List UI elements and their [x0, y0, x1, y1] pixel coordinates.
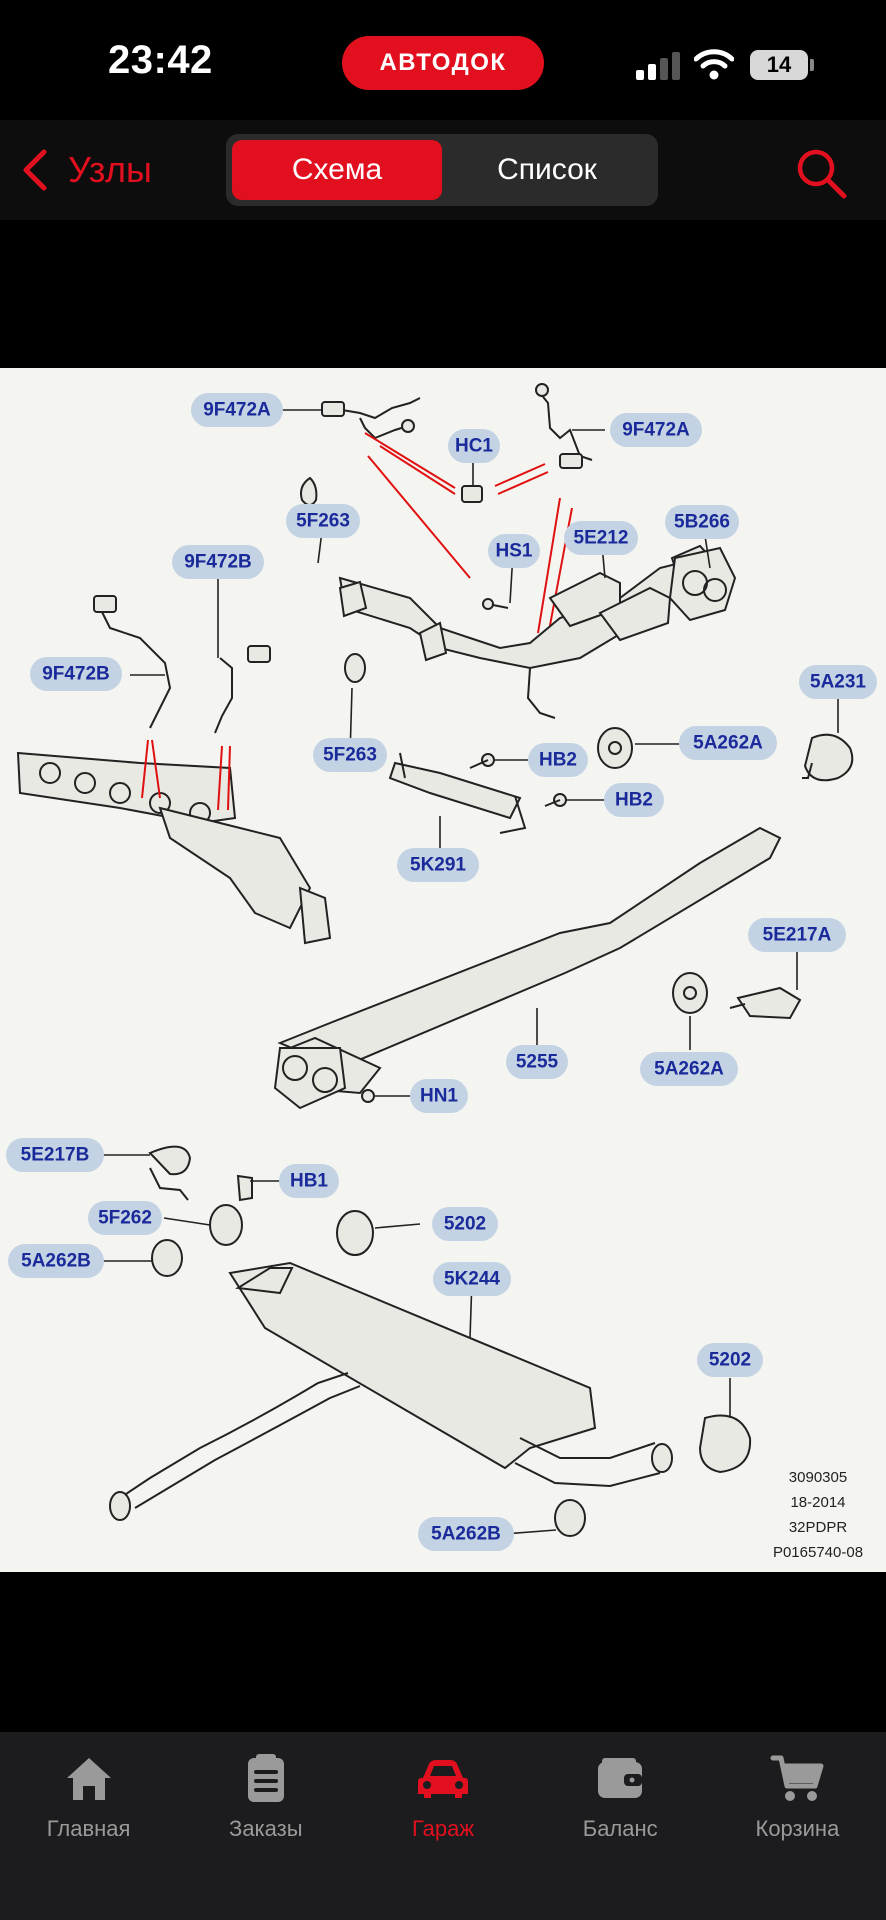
bottom-tab-bar: Главная Заказы Гараж Баланс	[0, 1732, 886, 1920]
callout-label[interactable]: 5F262	[88, 1201, 162, 1235]
svg-text:HB1: HB1	[290, 1171, 328, 1192]
callout-label[interactable]: 5A262B	[8, 1244, 104, 1278]
tab-orders-label: Заказы	[229, 1816, 303, 1841]
callout-label[interactable]: 5A231	[799, 665, 877, 699]
svg-text:3090305: 3090305	[789, 1469, 847, 1486]
svg-text:5255: 5255	[516, 1052, 559, 1073]
callout-label[interactable]: HS1	[488, 534, 540, 568]
svg-text:5A262B: 5A262B	[21, 1251, 91, 1272]
chevron-left-icon	[23, 149, 47, 191]
cart-icon	[770, 1755, 824, 1801]
top-black-band	[0, 220, 886, 368]
brand-logo: АВТОДОК	[342, 36, 544, 90]
tab-garage-label: Гараж	[411, 1816, 475, 1841]
tab-home-label: Главная	[46, 1816, 131, 1841]
svg-text:5F263: 5F263	[323, 745, 377, 766]
callout-label[interactable]: 5202	[432, 1207, 498, 1241]
svg-text:HB2: HB2	[615, 790, 653, 811]
back-label: Узлы	[68, 149, 152, 190]
svg-text:9F472A: 9F472A	[203, 400, 271, 421]
svg-text:5B266: 5B266	[674, 512, 730, 533]
tab-cart-label: Корзина	[755, 1816, 840, 1841]
orders-icon	[247, 1754, 284, 1802]
callout-label[interactable]: 5K291	[397, 848, 479, 882]
svg-text:5A262A: 5A262A	[693, 733, 763, 754]
svg-text:9F472B: 9F472B	[184, 552, 252, 573]
callout-label[interactable]: 9F472A	[610, 413, 702, 447]
svg-text:5K244: 5K244	[444, 1269, 500, 1290]
callout-label[interactable]: 9F472B	[172, 545, 264, 579]
callout-label[interactable]: HN1	[410, 1079, 468, 1113]
battery-tip	[810, 59, 814, 71]
view-segmented-control: Схема Список	[226, 134, 658, 206]
svg-text:5E217B: 5E217B	[21, 1145, 90, 1166]
tab-scheme[interactable]: Схема	[232, 140, 442, 200]
tab-balance-label: Баланс	[582, 1816, 658, 1841]
svg-text:5E217A: 5E217A	[763, 925, 832, 946]
callout-label[interactable]: 5A262A	[679, 726, 777, 760]
diagram-canvas: 9F472A 9F472A HC1 5F263 HS1 5E212 5B266 …	[6, 383, 877, 1561]
diagram-reference-code: 3090305 18-2014 32PDPR P0165740-08	[773, 1469, 863, 1561]
bottom-black-band	[0, 1572, 886, 1732]
svg-text:5A231: 5A231	[810, 672, 866, 693]
callout-label[interactable]: 5B266	[665, 505, 739, 539]
callout-labels: 9F472A 9F472A HC1 5F263 HS1 5E212 5B266 …	[6, 393, 877, 1551]
callout-label[interactable]: HB1	[279, 1164, 339, 1198]
svg-text:5A262A: 5A262A	[654, 1059, 724, 1080]
svg-text:P0165740-08: P0165740-08	[773, 1544, 863, 1561]
svg-text:5K291: 5K291	[410, 855, 466, 876]
svg-text:32PDPR: 32PDPR	[789, 1519, 848, 1536]
top-nav-bar: Узлы Схема Список	[0, 120, 886, 220]
tab-home[interactable]: Главная	[0, 1732, 177, 1920]
car-icon	[418, 1760, 468, 1798]
svg-text:5202: 5202	[444, 1214, 486, 1235]
svg-text:5202: 5202	[709, 1350, 751, 1371]
wifi-icon	[694, 49, 734, 80]
callout-label[interactable]: 5E212	[564, 521, 638, 555]
svg-text:HN1: HN1	[420, 1086, 458, 1107]
callout-label[interactable]: 5F263	[313, 738, 387, 772]
tab-cart[interactable]: Корзина	[709, 1732, 886, 1920]
callout-label[interactable]: 5E217B	[6, 1138, 104, 1172]
exhaust-system-diagram[interactable]: 9F472A 9F472A HC1 5F263 HS1 5E212 5B266 …	[0, 368, 886, 1572]
callout-label[interactable]: 5A262B	[418, 1517, 514, 1551]
callout-label[interactable]: 5K244	[433, 1262, 511, 1296]
tab-orders[interactable]: Заказы	[177, 1732, 354, 1920]
home-icon	[66, 1758, 111, 1800]
status-bar: 23:42 АВТОДОК 14	[0, 0, 886, 120]
callout-label[interactable]: HB2	[528, 743, 588, 777]
svg-text:9F472A: 9F472A	[622, 420, 690, 441]
svg-text:HB2: HB2	[539, 750, 577, 771]
callout-label[interactable]: 5E217A	[748, 918, 846, 952]
tab-list[interactable]: Список	[497, 153, 597, 186]
svg-text:HC1: HC1	[455, 436, 493, 457]
callout-label[interactable]: HB2	[604, 783, 664, 817]
svg-text:18-2014: 18-2014	[790, 1494, 845, 1511]
svg-text:5F262: 5F262	[98, 1208, 152, 1229]
status-time: 23:42	[108, 38, 213, 82]
tab-balance[interactable]: Баланс	[532, 1732, 709, 1920]
wallet-icon	[598, 1758, 643, 1798]
callout-label[interactable]: 5202	[697, 1343, 763, 1377]
svg-text:HS1: HS1	[496, 541, 533, 562]
part-drawings	[16, 383, 854, 1537]
callout-label[interactable]: 9F472A	[191, 393, 283, 427]
tab-garage[interactable]: Гараж	[354, 1732, 531, 1920]
callout-label[interactable]: 5255	[506, 1045, 568, 1079]
svg-text:5A262B: 5A262B	[431, 1524, 501, 1545]
callout-label[interactable]: 9F472B	[30, 657, 122, 691]
cellular-signal-icon	[636, 52, 680, 80]
svg-text:5F263: 5F263	[296, 511, 350, 532]
battery-indicator: 14	[750, 50, 808, 80]
back-button[interactable]: Узлы	[18, 148, 152, 192]
callout-label[interactable]: HC1	[448, 429, 500, 463]
svg-text:5E212: 5E212	[574, 528, 629, 549]
search-icon[interactable]	[794, 146, 848, 200]
svg-text:9F472B: 9F472B	[42, 664, 110, 685]
callout-label[interactable]: 5A262A	[640, 1052, 738, 1086]
callout-label[interactable]: 5F263	[286, 504, 360, 538]
